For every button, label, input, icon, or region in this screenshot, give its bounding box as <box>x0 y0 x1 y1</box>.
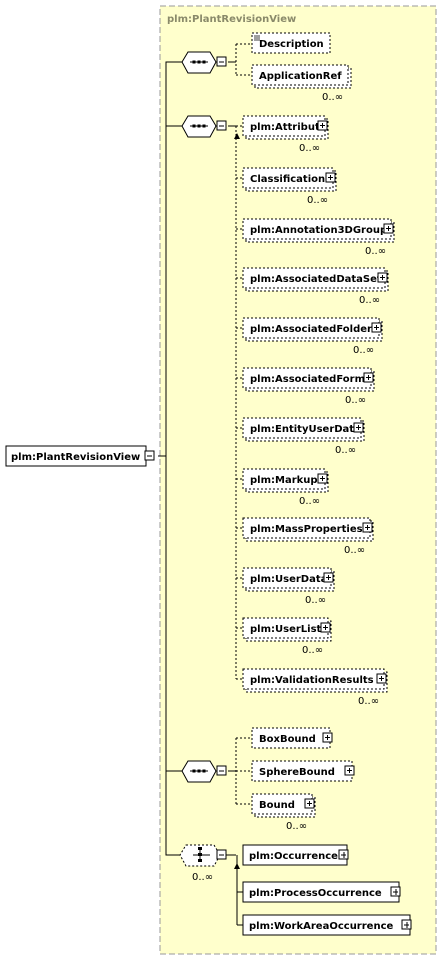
cardinality-label: 0..∞ <box>322 92 343 103</box>
element-validation-results[interactable]: plm:ValidationResults 0..∞ <box>242 668 388 707</box>
element-application-ref[interactable]: ApplicationRef 0..∞ <box>251 64 352 103</box>
element-label: SphereBound <box>259 767 335 778</box>
connector-lines <box>158 61 236 856</box>
element-label: plm:AssociatedForm <box>250 374 365 385</box>
element-associated-data-set[interactable]: plm:AssociatedDataSet 0..∞ <box>242 267 389 306</box>
element-label: plm:Markup <box>250 475 318 486</box>
cardinality-label: 0..∞ <box>305 595 326 606</box>
element-label: plm:Annotation3DGroup <box>250 225 387 236</box>
element-label: Bound <box>259 800 295 811</box>
svg-text:plm:WorkAreaOccurrence: plm:WorkAreaOccurrence <box>249 921 394 932</box>
cardinality-label: 0..∞ <box>344 545 365 556</box>
sequence-compositor[interactable] <box>181 51 227 74</box>
element-label: BoxBound <box>259 734 316 745</box>
cardinality-label: 0..∞ <box>345 395 366 406</box>
optional-branch-lines <box>235 43 252 805</box>
cardinality-label: 0..∞ <box>359 295 380 306</box>
choice-cardinality: 0..∞ <box>192 872 213 883</box>
substitute-element-work-area-occurrence[interactable]: plm:WorkAreaOccurrence <box>242 914 412 936</box>
element-label: plm:EntityUserData <box>250 424 361 435</box>
substitution-arrow <box>234 863 240 869</box>
cardinality-label: 0..∞ <box>353 345 374 356</box>
element-label: plm:Attribute <box>250 122 327 133</box>
element-markup[interactable]: plm:Markup 0..∞ <box>242 468 329 507</box>
cardinality-label: 0..∞ <box>307 195 328 206</box>
type-name-label: plm:PlantRevisionView <box>167 14 296 25</box>
element-label: plm:MassProperties <box>250 524 363 535</box>
element-label: plm:UserData <box>250 574 327 585</box>
sequence-compositor[interactable] <box>181 115 227 138</box>
svg-text:plm:Occurrence: plm:Occurrence <box>249 851 338 862</box>
svg-text:plm:ProcessOccurrence: plm:ProcessOccurrence <box>249 888 382 899</box>
element-description[interactable]: Description <box>251 32 331 54</box>
element-user-list[interactable]: plm:UserList 0..∞ <box>242 617 332 656</box>
element-classification[interactable]: Classification 0..∞ <box>242 167 337 206</box>
cardinality-label: 0..∞ <box>358 696 379 707</box>
element-label: ApplicationRef <box>259 71 342 82</box>
cardinality-label: 0..∞ <box>286 821 307 832</box>
substitution-arrow-attribute <box>234 133 240 139</box>
element-user-data[interactable]: plm:UserData 0..∞ <box>242 567 335 606</box>
substitute-element-process-occurrence[interactable]: plm:ProcessOccurrence <box>242 881 401 903</box>
cardinality-label: 0..∞ <box>302 645 323 656</box>
cardinality-label: 0..∞ <box>299 143 320 154</box>
compositors <box>181 51 227 783</box>
element-label: plm:UserList <box>250 624 322 635</box>
root-element[interactable]: plm:PlantRevisionView <box>5 445 155 467</box>
element-label: Description <box>259 39 324 50</box>
cardinality-label: 0..∞ <box>299 496 320 507</box>
element-label: plm:AssociatedFolder <box>250 324 372 335</box>
element-entity-user-data[interactable]: plm:EntityUserData 0..∞ <box>242 417 365 456</box>
element-sphere-bound[interactable]: SphereBound <box>251 760 355 782</box>
occurrence-element[interactable]: plm:Occurrence <box>242 844 349 866</box>
element-associated-form[interactable]: plm:AssociatedForm 0..∞ <box>242 367 375 406</box>
element-label: plm:AssociatedDataSet <box>250 274 382 285</box>
element-bound[interactable]: Bound 0..∞ <box>251 793 316 832</box>
cardinality-label: 0..∞ <box>335 445 356 456</box>
element-box-bound[interactable]: BoxBound <box>251 727 333 749</box>
element-annotation3-dgroup[interactable]: plm:Annotation3DGroup 0..∞ <box>242 218 395 257</box>
choice-compositor[interactable] <box>179 844 227 867</box>
element-label: Classification <box>250 174 325 185</box>
elements: DescriptionApplicationRef0..∞plm:Attribu… <box>242 32 395 832</box>
svg-text:plm:PlantRevisionView: plm:PlantRevisionView <box>11 452 140 463</box>
element-mass-properties[interactable]: plm:MassProperties 0..∞ <box>242 517 374 556</box>
element-associated-folder[interactable]: plm:AssociatedFolder 0..∞ <box>242 317 383 356</box>
sequence-compositor[interactable] <box>181 760 227 783</box>
element-label: plm:ValidationResults <box>250 675 374 686</box>
element-attribute[interactable]: plm:Attribute 0..∞ <box>242 115 329 154</box>
cardinality-label: 0..∞ <box>365 246 386 257</box>
